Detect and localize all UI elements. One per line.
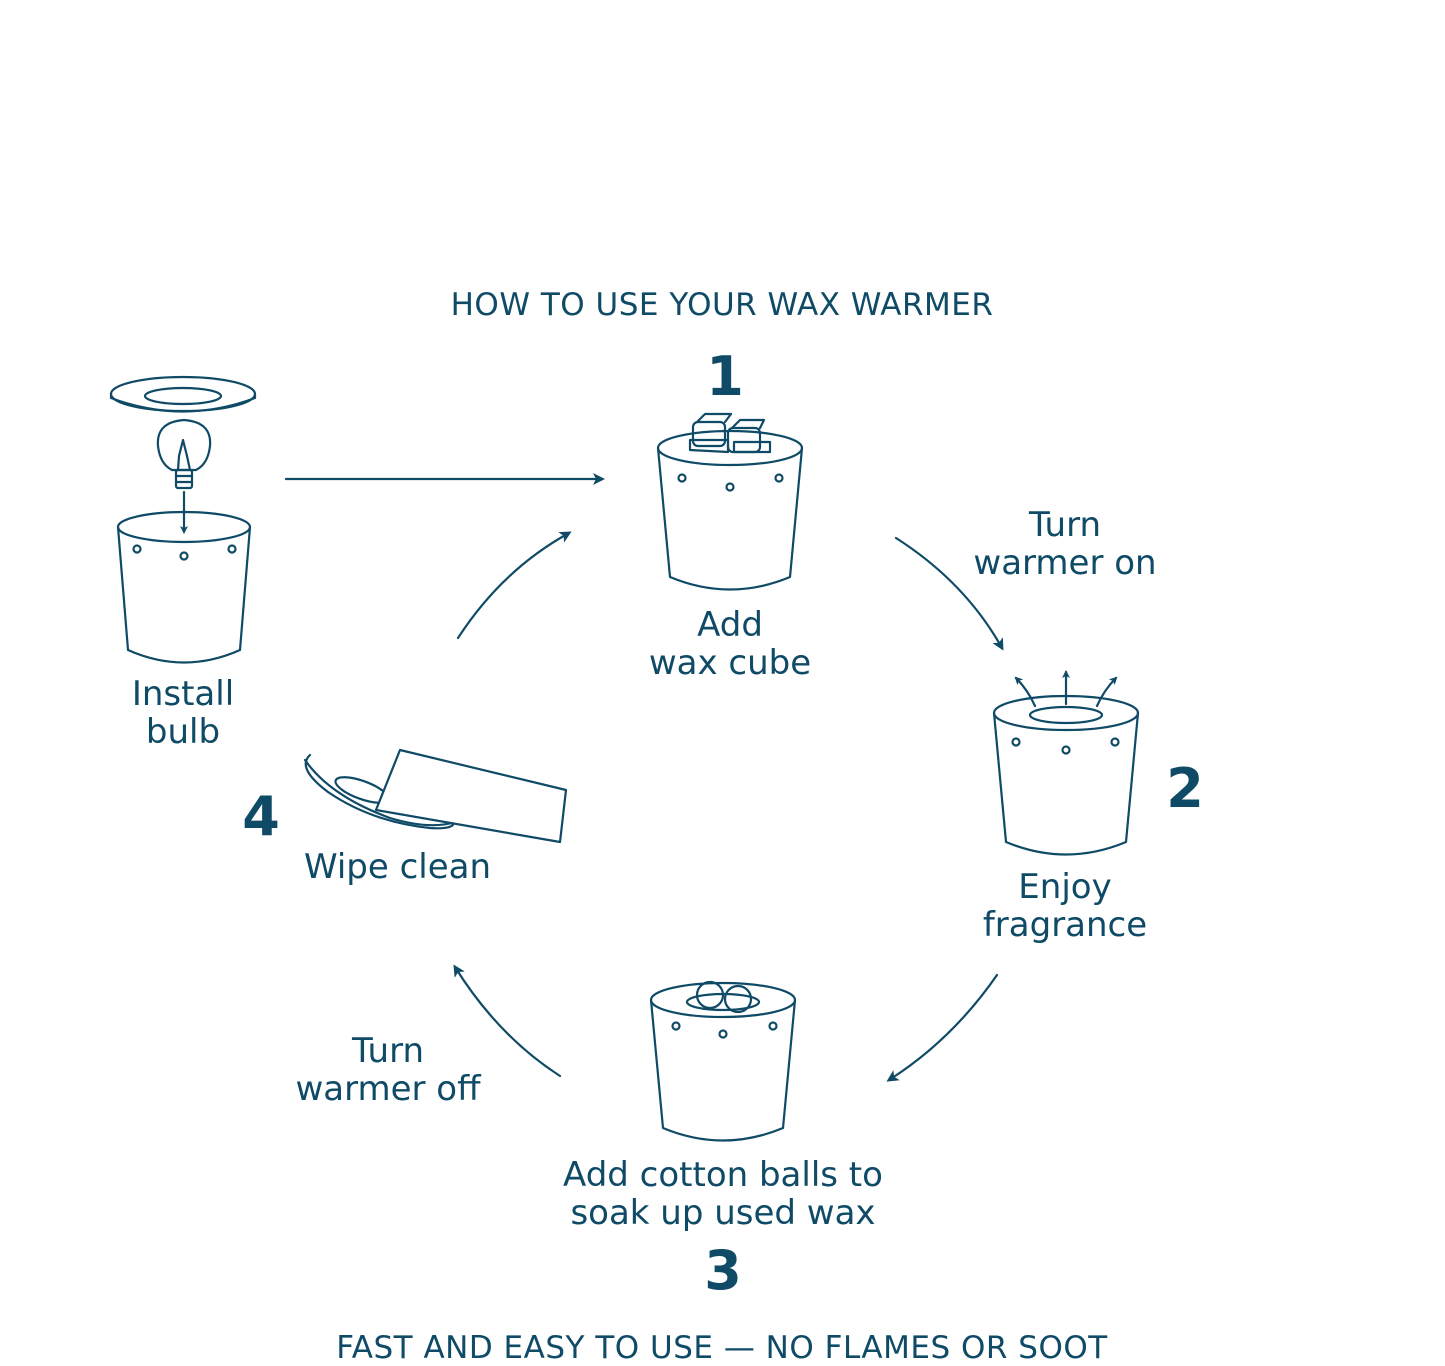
install-bulb-illustration: [109, 375, 257, 664]
step-3-label: Add cotton balls to soak up used wax: [563, 1155, 883, 1233]
turn-warmer-on-label: Turn warmer on: [973, 505, 1157, 583]
step-1-number: 1: [706, 345, 744, 408]
warmer-pot-icon: [649, 981, 797, 1142]
cotton-balls-icon: [695, 980, 753, 1014]
warmer-pot-icon: [992, 694, 1140, 856]
step-2-illustration: [992, 670, 1140, 856]
step-3-number: 3: [704, 1239, 742, 1302]
wax-cube-icon: [688, 412, 772, 454]
warmer-pot-icon: [116, 510, 252, 664]
arrow-step-1-to-step-2: [894, 536, 1004, 651]
step-2-number: 2: [1166, 757, 1204, 820]
step-3-illustration: [649, 980, 797, 1142]
arrow-step-4-to-step-1: [456, 531, 572, 640]
step-1-label: Add wax cube: [648, 605, 812, 683]
footer-tagline: FAST AND EASY TO USE — NO FLAMES OR SOOT: [336, 1330, 1108, 1366]
warmer-pot-icon: [656, 429, 804, 591]
dish-icon: [109, 375, 257, 413]
turn-warmer-off-label: Turn warmer off: [295, 1031, 481, 1109]
step-2-label: Enjoy fragrance: [982, 867, 1148, 945]
arrow-step-2-to-step-3: [886, 973, 999, 1082]
wipe-cloth-icon: [374, 748, 568, 844]
step-4-number: 4: [242, 785, 280, 848]
step-1-illustration: [656, 412, 804, 591]
step-4-illustration: [303, 748, 568, 844]
install-bulb-label: Install bulb: [131, 674, 235, 752]
light-bulb-icon: [156, 418, 212, 490]
page-title: HOW TO USE YOUR WAX WARMER: [450, 287, 994, 323]
step-4-label: Wipe clean: [303, 847, 492, 887]
arrow-step-3-to-step-4: [453, 964, 562, 1078]
scent-arrows-icon: [1014, 670, 1118, 708]
